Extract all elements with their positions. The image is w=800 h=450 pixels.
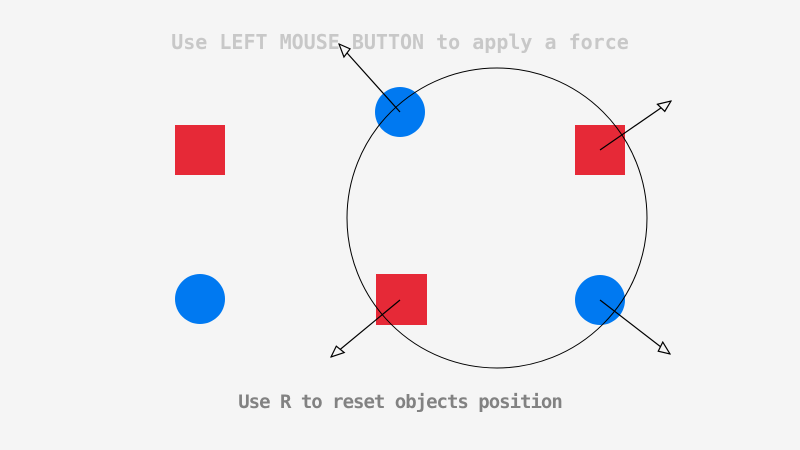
physics-ball[interactable]: [175, 274, 225, 324]
physics-box[interactable]: [175, 125, 225, 175]
physics-box[interactable]: [376, 274, 427, 325]
instruction-apply-force: Use LEFT MOUSE BUTTON to apply a force: [171, 30, 629, 54]
instruction-reset: Use R to reset objects position: [238, 391, 563, 413]
force-arrow: [331, 299, 401, 357]
force-arrow: [599, 101, 671, 151]
force-arrow: [339, 44, 401, 113]
boundary-circle: [346, 67, 648, 369]
force-arrow: [599, 299, 670, 354]
